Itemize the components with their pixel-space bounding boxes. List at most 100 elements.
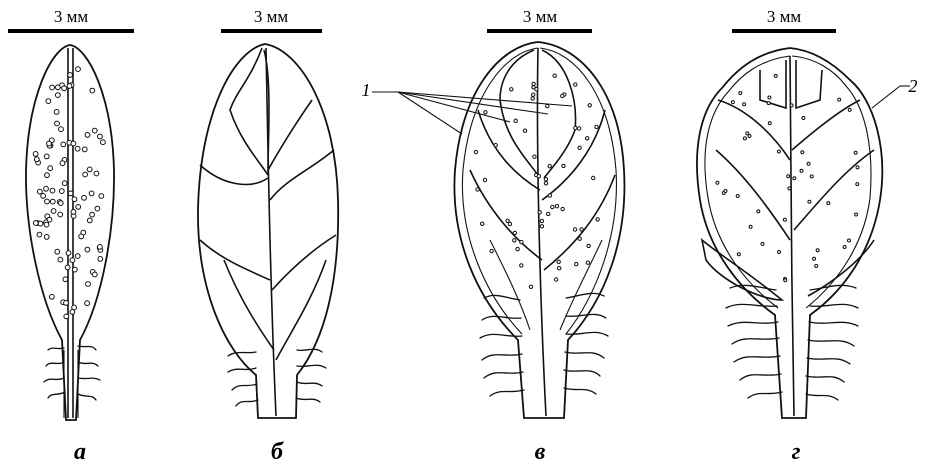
stoma-dot [548,194,551,197]
stoma-dot [59,189,64,194]
stoma-dot [731,101,734,104]
stoma-dot [592,176,595,179]
stoma-dot [33,221,38,226]
stoma-dot [537,175,540,178]
stoma-dot [474,150,477,153]
stoma-dot [37,189,42,194]
panel-g: 3 мм [697,7,918,462]
stoma-dot [61,142,66,147]
scale-label-v: 3 мм [523,7,558,26]
stoma-dot [71,210,76,215]
stoma-dot [50,199,55,204]
stoma-dot [532,82,535,85]
stoma-dot [45,199,50,204]
stoma-dot [55,249,60,254]
stoma-dot [506,219,509,222]
panel-label-g: г [792,439,801,462]
stoma-dot [761,242,764,245]
stoma-dot [45,173,50,178]
stoma-dot [788,187,791,190]
stoma-dot [856,166,859,169]
stoma-dot [513,239,516,242]
scale-label-g: 3 мм [767,7,802,26]
stoma-dot [801,151,804,154]
stoma-dot [587,244,590,247]
stoma-dot [98,257,103,262]
stoma-dot [538,211,541,214]
stoma-dot [94,171,99,176]
stoma-dot [50,188,55,193]
stoma-dot [574,83,577,86]
stoma-dot [55,121,60,126]
stoma-dot [60,161,65,166]
stoma-dot [737,253,740,256]
callout-label-1: 1 [362,80,371,100]
stoma-dot [513,231,516,234]
stoma-dot [777,150,780,153]
stoma-dot [784,279,787,282]
stoma-dot [47,217,52,222]
stoma-dot [516,247,519,250]
stoma-dot [557,260,560,263]
stoma-dot [588,104,591,107]
stoma-dot [815,265,818,268]
stoma-dot [44,154,49,159]
stoma-dot [533,155,536,158]
stoma-dot [827,202,830,205]
stoma-dot [68,73,73,78]
stoma-dot [64,314,69,319]
stoma-dot [65,265,70,270]
stoma-dot [55,93,60,98]
stoma-dot [546,104,549,107]
callout-2: 2 [872,76,918,108]
stoma-dot [62,86,67,91]
stoma-dot [577,127,580,130]
stoma-dot [793,177,796,180]
stoma-dot [87,167,92,172]
stoma-dot [76,205,81,210]
stoma-dot [743,103,746,106]
stoma-dot [85,301,90,306]
stoma-dot [99,194,104,199]
stoma-dot [85,133,90,138]
stoma-dot [92,272,97,277]
stoma-dot [44,186,49,191]
stoma-dot [802,117,805,120]
stoma-dot [573,228,576,231]
stoma-dot [67,84,72,89]
stoma-dot [843,246,846,249]
callout-label-2: 2 [909,76,918,96]
stoma-dot [578,146,581,149]
stoma-dot [510,88,513,91]
stoma-dot [787,175,790,178]
stoma-dot [44,235,49,240]
scale-label-b: 3 мм [254,7,289,26]
stoma-dot [555,278,558,281]
stoma-dot [749,225,752,228]
stoma-dot [58,201,63,206]
stoma-dot [790,104,793,107]
stoma-dot [586,261,589,264]
stoma-dot [58,212,63,217]
stoma-dot [848,108,851,111]
stoma-dot [72,197,77,202]
stoma-dot [484,111,487,114]
stoma-dot [575,262,578,265]
stoma-dot [48,166,53,171]
stoma-dot [87,218,92,223]
stoma-dot [82,195,87,200]
stoma-dot [739,92,742,95]
stoma-dot [98,245,103,250]
stoma-dot [774,74,777,77]
stoma-dot [90,88,95,93]
stoma-dot [54,110,59,115]
stoma-dot [83,172,88,177]
stoma-dot [578,237,581,240]
stoma-dot [33,152,38,157]
stoma-dot [561,94,564,97]
stoma-dot [558,267,561,270]
stoma-dot [544,182,547,185]
stoma-dot [520,240,523,243]
stoma-dot [98,134,103,139]
